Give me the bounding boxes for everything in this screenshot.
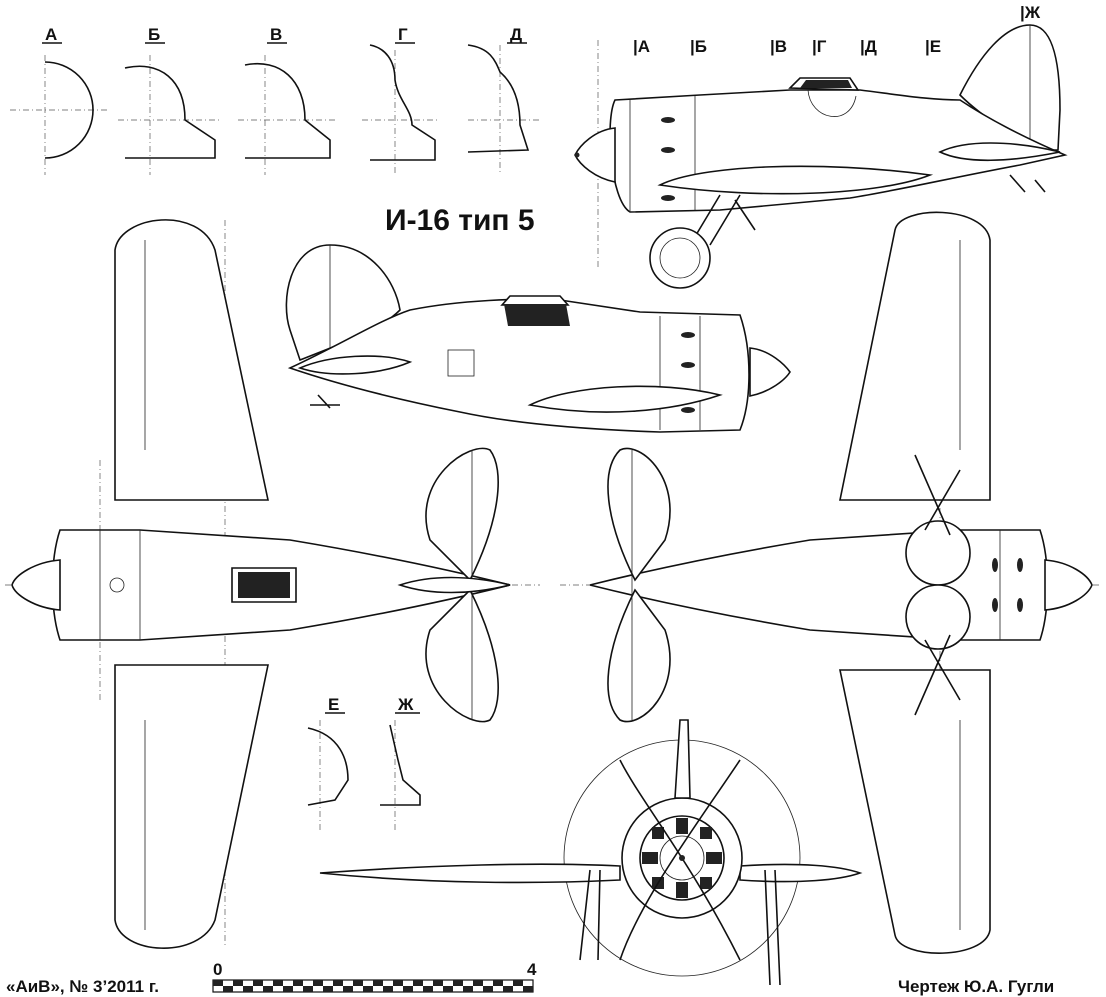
plan-view-bottom	[560, 211, 1100, 954]
front-view	[319, 719, 863, 986]
section-label-b: Б	[148, 25, 160, 44]
station-mark-a: |А	[633, 37, 650, 56]
section-label-d: Д	[510, 25, 522, 44]
plan-view-top	[5, 219, 540, 949]
footer-author: Чертеж Ю.А. Гугли	[898, 977, 1054, 996]
station-mark-d: |Д	[860, 37, 877, 56]
scale-bar: 0 4	[212, 960, 537, 993]
side-view-right: |А |Б |В |Г |Д |Е |Ж	[574, 3, 1068, 289]
side-view-left	[285, 244, 791, 433]
section-labels-top: А Б В Г Д	[42, 25, 527, 44]
section-label-g: Г	[398, 25, 408, 44]
section-label-v: В	[270, 25, 282, 44]
scale-bar-start: 0	[213, 960, 222, 979]
section-label-e: Е	[328, 695, 339, 714]
footer-publication: «АиВ», № 3’2011 г.	[6, 977, 159, 996]
drawing-title: И-16 тип 5	[385, 204, 535, 237]
section-labels-bottom: Е Ж	[307, 695, 421, 830]
cross-sections	[10, 44, 540, 175]
station-mark-b: |Б	[690, 37, 707, 56]
station-mark-e: |Е	[925, 37, 941, 56]
station-mark-v: |В	[770, 37, 787, 56]
scale-bar-end: 4	[527, 960, 537, 979]
station-mark-zh: |Ж	[1020, 3, 1041, 22]
section-label-a: А	[45, 25, 57, 44]
section-label-zh: Ж	[397, 695, 414, 714]
station-mark-g: |Г	[812, 37, 827, 56]
